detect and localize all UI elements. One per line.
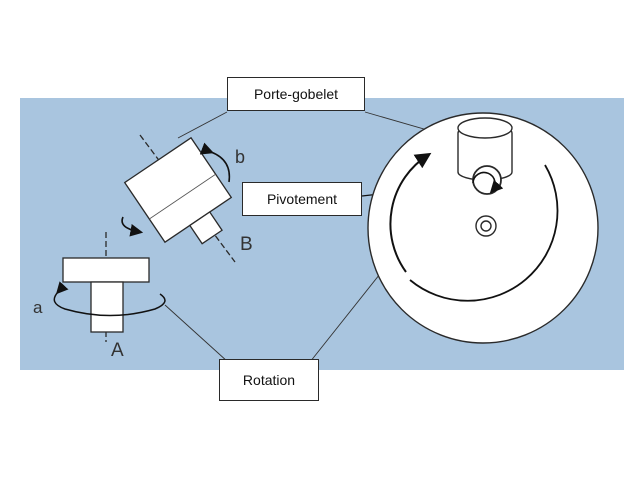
cup-holder-pivot-arrow: [472, 171, 504, 194]
leader-rotation-left: [164, 304, 229, 363]
callout-pivotement: Pivotement: [242, 182, 362, 216]
pivot-arrow-b: [199, 142, 231, 183]
label-part-a: A: [111, 340, 124, 361]
cup-holder-pivot-ring: [472, 165, 502, 195]
part-a-cup-holder: [53, 232, 166, 342]
turntable-rotation-arrow: [389, 152, 432, 273]
part-b-tilted-holder: [121, 134, 236, 263]
cup-holder-well-rim: [457, 117, 513, 139]
rotation-arrow-a: [53, 281, 166, 317]
callout-rotation: Rotation: [219, 359, 319, 401]
part-a-top-flange: [62, 257, 150, 283]
turntable-rotation-groove: [409, 164, 559, 302]
turntable: [367, 112, 599, 344]
turntable-center-hub-inner: [480, 220, 492, 232]
part-b-stem: [188, 211, 223, 245]
label-part-b: B: [240, 234, 253, 255]
part-b-divider: [149, 173, 216, 220]
label-pivot-b: b: [235, 147, 246, 167]
callout-porte-gobelet: Porte-gobelet: [227, 77, 365, 111]
leader-porte-gobelet-left: [177, 111, 228, 139]
part-a-stem: [90, 281, 124, 333]
label-rotation-a: a: [33, 298, 43, 317]
pivot-arrow-b-lower: [121, 216, 144, 237]
